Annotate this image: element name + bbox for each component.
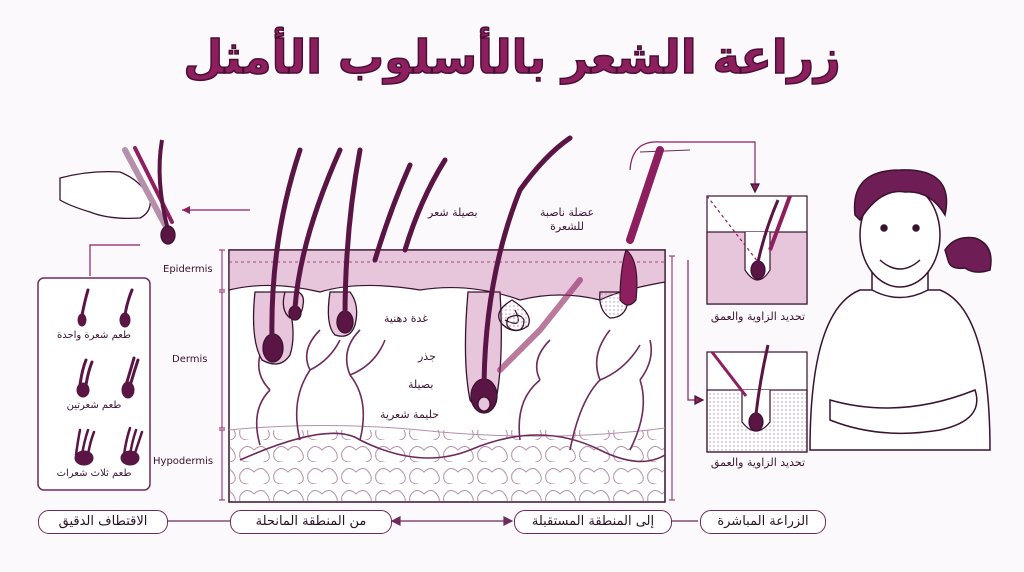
implant-panels xyxy=(626,141,808,453)
label-root: جذر xyxy=(418,350,436,363)
label-hair-bulb-top: بصيلة شعر xyxy=(428,206,478,219)
layer-label-epidermis: Epidermis xyxy=(163,264,213,275)
skin-cross-section xyxy=(228,135,666,503)
label-graft-triple: طعم ثلاث شعرات xyxy=(56,468,132,479)
step-direct-implant: الزراعة المباشرة xyxy=(700,510,826,534)
layer-label-hypodermis: Hypodermis xyxy=(153,456,214,467)
label-angle-depth-2: تحديد الزاوية والعمق xyxy=(710,456,806,469)
label-arrector-muscle: عضلة ناصبة للشعرة xyxy=(540,206,595,233)
step-extraction: الاقتطاف الدقيق xyxy=(38,510,168,534)
label-sebaceous-gland: غدة دهنية xyxy=(384,312,429,325)
step-from-donor: من المنطقة المانحلة xyxy=(230,510,392,534)
label-papilla: حليمة شعرية xyxy=(380,408,440,421)
extraction-hand xyxy=(59,139,176,245)
label-graft-double: طعم شعرتين xyxy=(66,400,122,411)
graft-panel xyxy=(37,244,151,491)
layer-label-dermis: Dermis xyxy=(172,354,208,365)
man-illustration xyxy=(809,169,992,451)
label-angle-depth-1: تحديد الزاوية والعمق xyxy=(710,310,806,323)
step-to-recipient: إلى المنطقة المستقبلة xyxy=(514,510,672,534)
page-title: زراعة الشعر بالأسلوب الأمثل xyxy=(183,29,841,85)
label-bulb: بصيلة xyxy=(408,378,434,391)
label-graft-single: طعم شعرة واحدة xyxy=(56,330,132,341)
